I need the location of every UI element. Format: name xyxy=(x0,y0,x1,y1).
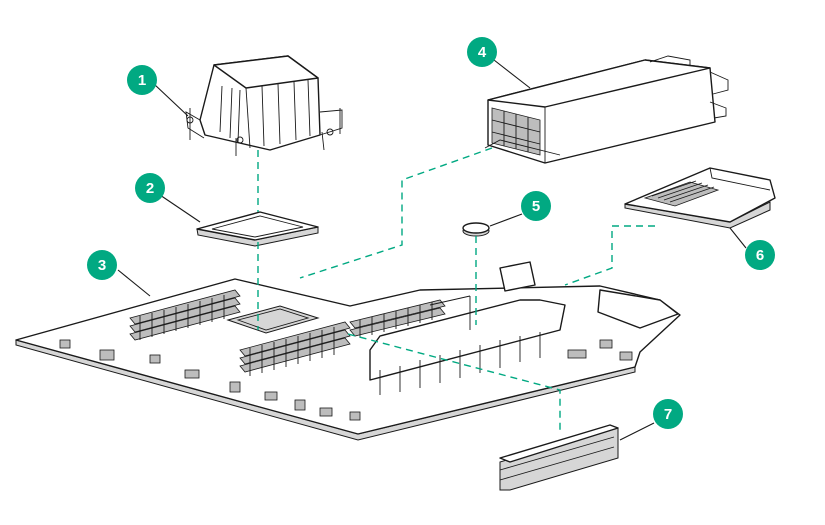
callout-1: 1 xyxy=(127,65,157,95)
system-battery-icon xyxy=(462,222,490,237)
callout-number: 5 xyxy=(532,198,540,215)
callout-number: 1 xyxy=(138,72,146,89)
heatsink-icon xyxy=(185,55,343,156)
system-board-icon xyxy=(15,261,681,441)
callout-number: 3 xyxy=(98,257,106,274)
callout-number: 6 xyxy=(756,247,764,264)
callout-circle xyxy=(127,65,157,95)
leader-lines xyxy=(117,59,747,441)
guide-line xyxy=(299,147,493,279)
callout-circle xyxy=(467,37,497,67)
callout-4: 4 xyxy=(467,37,497,67)
callout-3: 3 xyxy=(87,250,117,280)
callout-circle xyxy=(135,173,165,203)
mezzanine-card-icon xyxy=(624,167,776,229)
callout-2: 2 xyxy=(135,173,165,203)
callout-circle xyxy=(87,250,117,280)
guide-line xyxy=(347,333,561,432)
processor-icon xyxy=(196,211,319,247)
callout-number: 7 xyxy=(664,406,672,423)
dimm-icon xyxy=(499,424,619,491)
callout-number: 2 xyxy=(146,180,154,197)
callout-circle xyxy=(521,191,551,221)
callout-7: 7 xyxy=(653,399,683,429)
guide-line xyxy=(564,225,655,286)
installation-guide-lines xyxy=(257,147,655,432)
callout-6: 6 xyxy=(745,240,775,270)
callout-badges: 1 2 3 4 5 6 7 xyxy=(87,37,775,429)
callout-5: 5 xyxy=(521,191,551,221)
power-supply-icon xyxy=(484,55,729,164)
callout-circle xyxy=(653,399,683,429)
callout-number: 4 xyxy=(478,44,487,61)
callout-circle xyxy=(745,240,775,270)
